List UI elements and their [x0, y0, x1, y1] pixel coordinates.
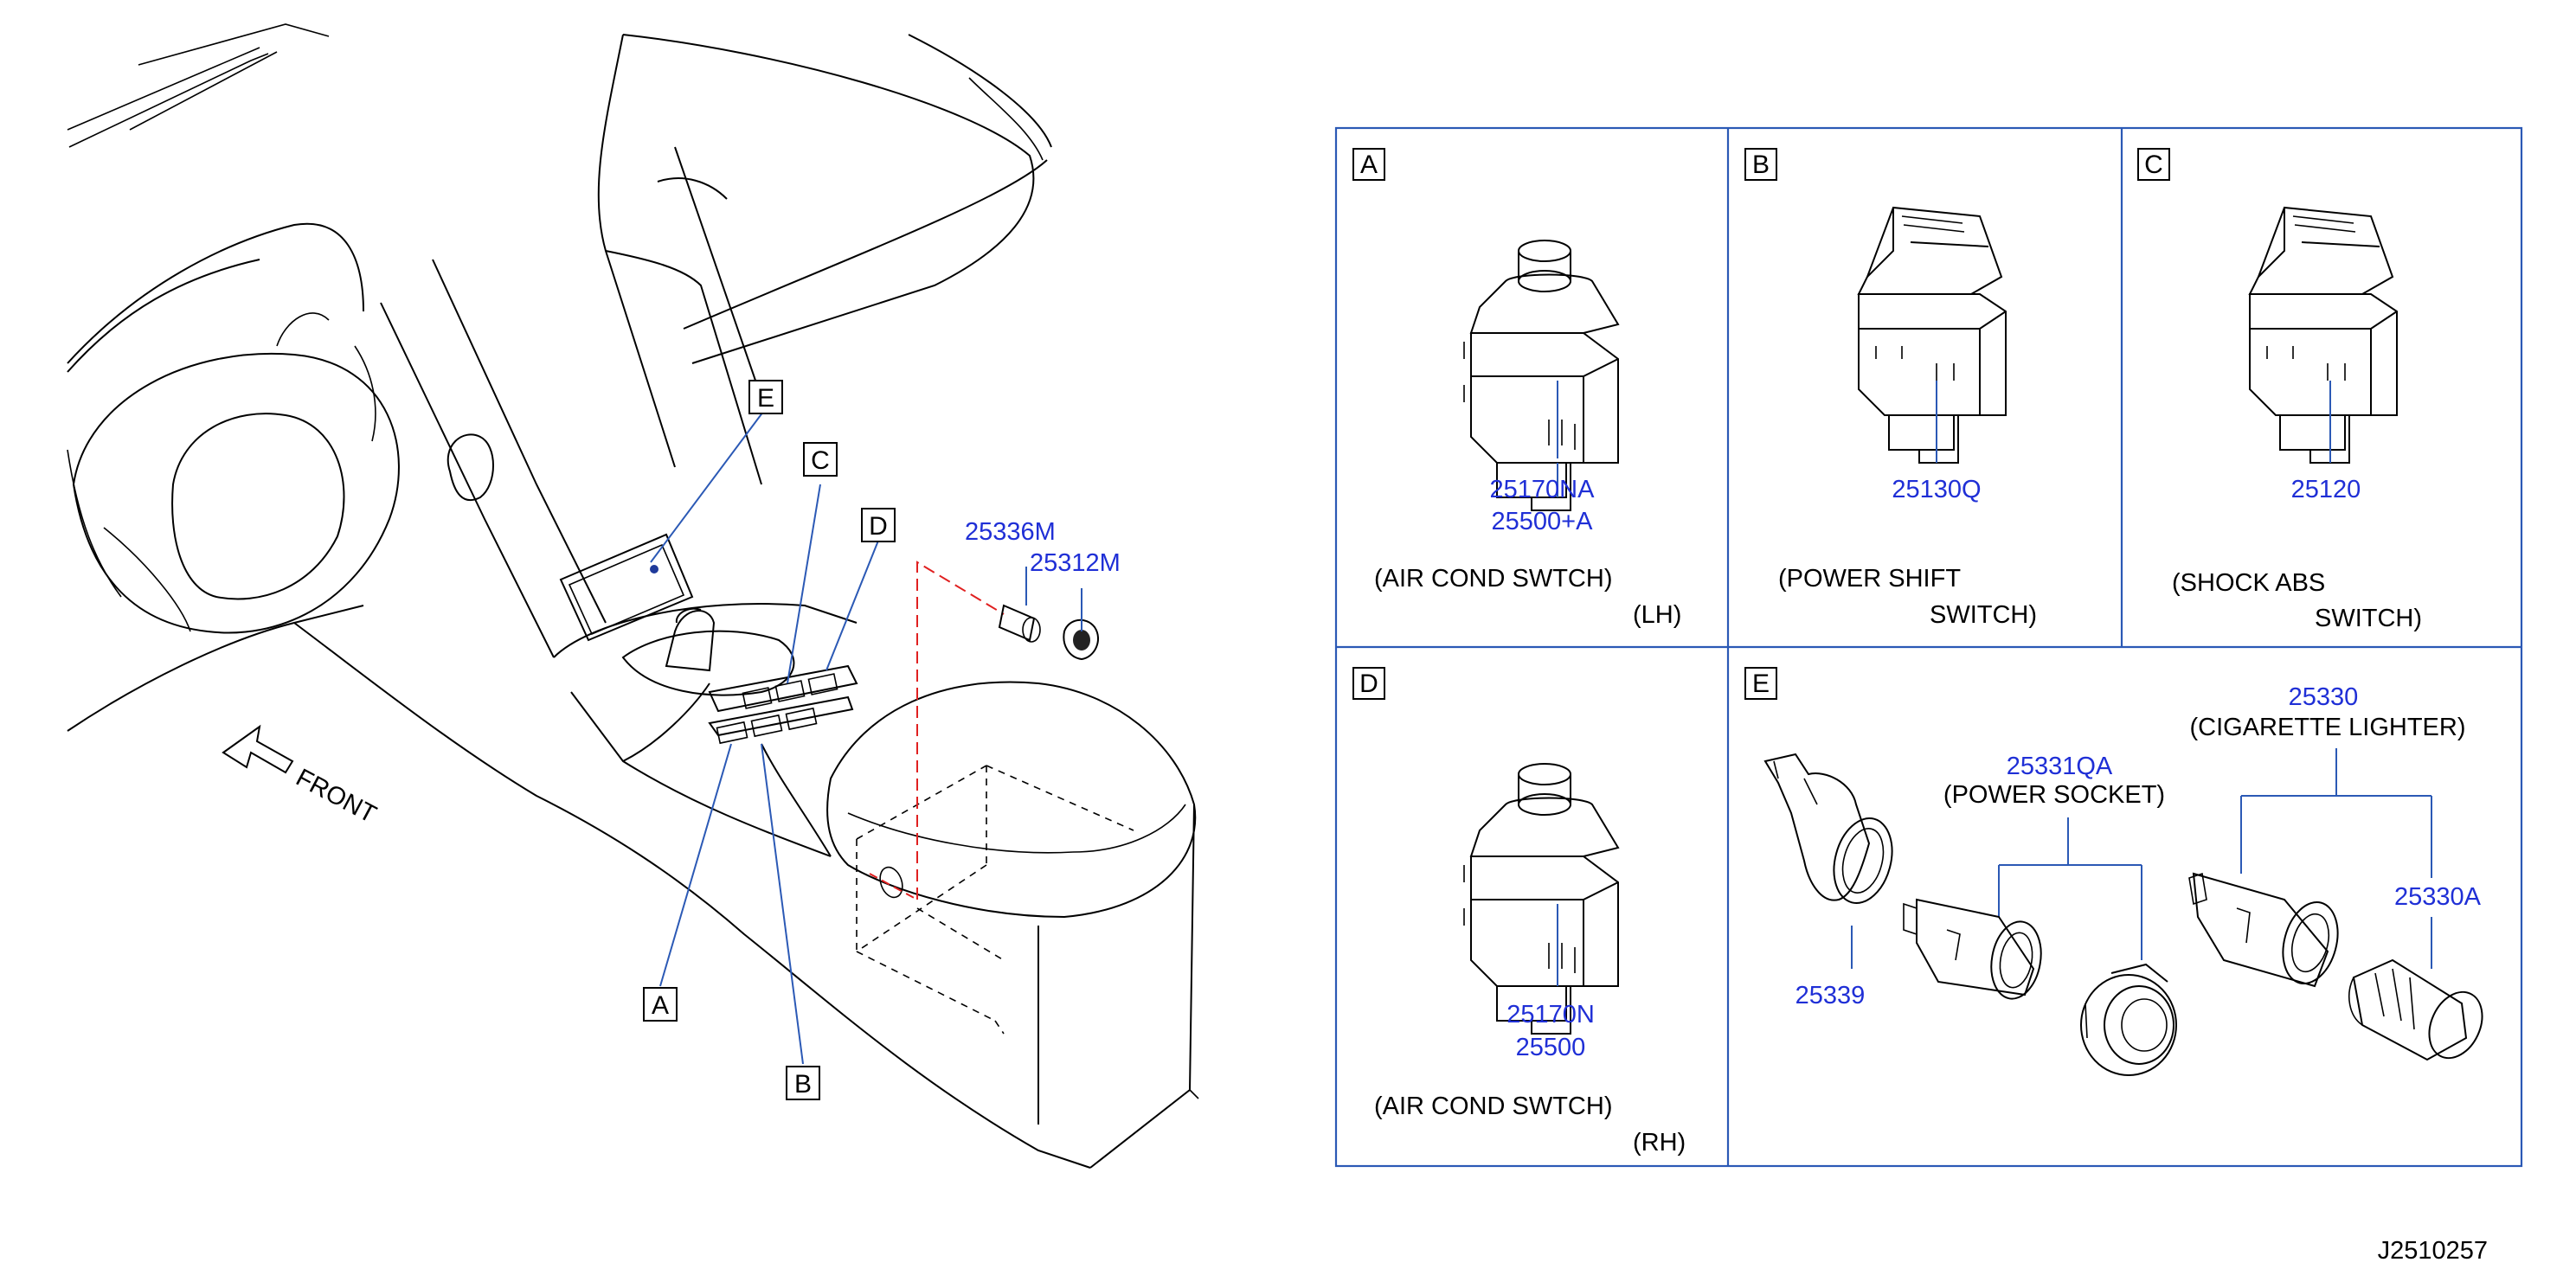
overview-leaders: [650, 411, 1082, 1065]
power-socket-icon: [1903, 898, 2042, 1000]
callout-c-label: C: [811, 446, 830, 475]
panel-b-desc-1: (POWER SHIFT: [1778, 565, 1961, 593]
callout-b-label: B: [794, 1070, 812, 1099]
panel-a-letter: A: [1360, 151, 1378, 179]
panel-d: D 25170N 25500 (AIR COND SWTCH) (RH): [1352, 667, 1686, 1157]
callout-a: A: [643, 987, 678, 1022]
power-shift-switch-icon: [1858, 207, 2007, 464]
console-overview-drawing: [67, 23, 1199, 1169]
callout-b: B: [786, 1066, 820, 1100]
callout-e: E: [748, 380, 783, 414]
panel-a-desc-1: (AIR COND SWTCH): [1374, 565, 1612, 593]
callout-c: C: [803, 442, 838, 477]
hidden-outline: [856, 765, 1134, 1035]
part-number-25330a: 25330A: [2394, 883, 2482, 911]
panel-b: B 25130Q (POWER SHIFT SWITCH): [1744, 148, 2037, 629]
panel-d-desc-2: (RH): [1633, 1129, 1686, 1157]
part-number-25170na: 25170NA: [1490, 476, 1596, 503]
part-number-25312m: 25312M: [1030, 549, 1121, 577]
panel-b-desc-2: SWITCH): [1930, 601, 2037, 629]
part-number-25120: 25120: [2291, 476, 2361, 503]
panel-e-letter: E: [1752, 670, 1770, 698]
part-number-25331qa: 25331QA: [2007, 753, 2113, 780]
panel-e: E 25339 25331QA (POWER SOCKET): [1744, 667, 2483, 1076]
panel-a: A 25170NA 25500+A (AIR COND SWTCH) (LH): [1352, 148, 1681, 629]
lighter-socket-icon: [2188, 872, 2339, 988]
socket-part-icon: [998, 604, 1099, 661]
panel-d-desc-1: (AIR COND SWTCH): [1374, 1093, 1612, 1120]
drawing-code: J2510257: [2378, 1237, 2488, 1265]
callout-d: D: [861, 508, 896, 542]
front-label: FRONT: [292, 764, 381, 829]
panel-c-letter: C: [2144, 151, 2163, 179]
part-number-25336m: 25336M: [965, 518, 1056, 546]
callout-e-label: E: [757, 384, 774, 413]
lighter-plug-icon: [2348, 958, 2483, 1061]
panel-c-desc-1: (SHOCK ABS: [2172, 569, 2325, 597]
front-arrow-icon: [222, 724, 294, 774]
part-number-25330: 25330: [2289, 683, 2359, 711]
panel-c-desc-2: SWITCH): [2315, 605, 2422, 632]
switch-bank-icon: [716, 673, 838, 745]
panel-a-desc-2: (LH): [1633, 601, 1681, 629]
callout-a-label: A: [652, 991, 669, 1020]
panel-grid: [1334, 126, 2523, 1168]
panel-c: C 25120 (SHOCK ABS SWITCH): [2137, 148, 2422, 632]
air-cond-switch-lh-icon: [1463, 240, 1619, 511]
panel-b-letter: B: [1752, 151, 1770, 179]
part-number-25500: 25500: [1516, 1034, 1586, 1061]
part-number-25130q: 25130Q: [1892, 476, 1981, 503]
part-number-25339: 25339: [1795, 982, 1866, 1009]
panel-d-letter: D: [1359, 670, 1378, 698]
air-cond-switch-rh-icon: [1463, 763, 1619, 1035]
part-number-25500a: 25500+A: [1492, 508, 1594, 535]
power-socket-cap-icon: [2080, 963, 2177, 1076]
power-socket-label: (POWER SOCKET): [1943, 781, 2165, 809]
cigarette-lighter-label: (CIGARETTE LIGHTER): [2189, 714, 2465, 741]
callout-d-label: D: [869, 512, 888, 541]
part-number-25170n: 25170N: [1506, 1001, 1595, 1028]
shock-abs-switch-icon: [2249, 207, 2398, 464]
socket-housing-icon: [1763, 753, 1893, 905]
